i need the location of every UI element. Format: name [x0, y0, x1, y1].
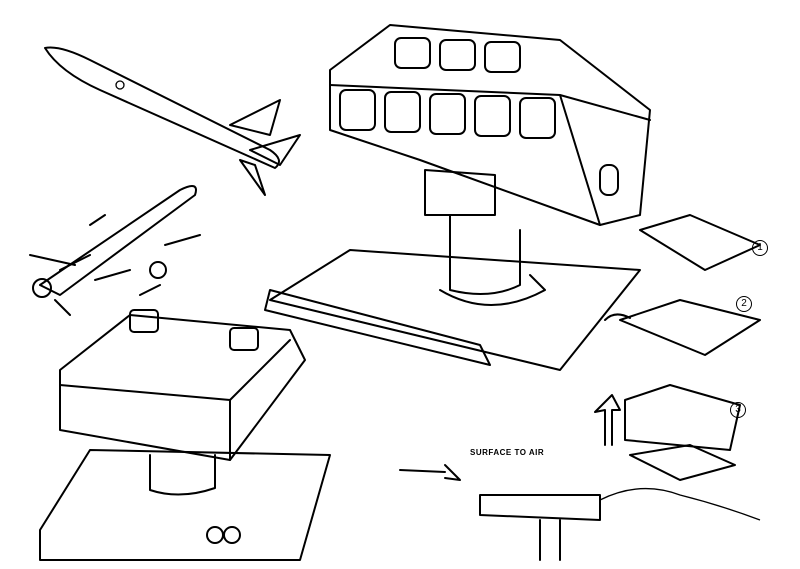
launcher-turret-small	[39, 309, 331, 561]
hatch-panel-1	[639, 214, 761, 271]
step-number-3: 3	[730, 402, 746, 418]
mini-launcher-3	[594, 384, 741, 481]
missile-large	[44, 46, 301, 196]
step-number-2: 2	[736, 296, 752, 312]
step-number-1: 1	[752, 240, 768, 256]
missile-small	[29, 185, 201, 316]
launcher-turret-large	[264, 24, 651, 371]
surface-to-air-launcher	[399, 464, 761, 561]
hatch-panel-2	[604, 299, 761, 356]
surface-to-air-label: SURFACE TO AIR	[470, 448, 545, 457]
